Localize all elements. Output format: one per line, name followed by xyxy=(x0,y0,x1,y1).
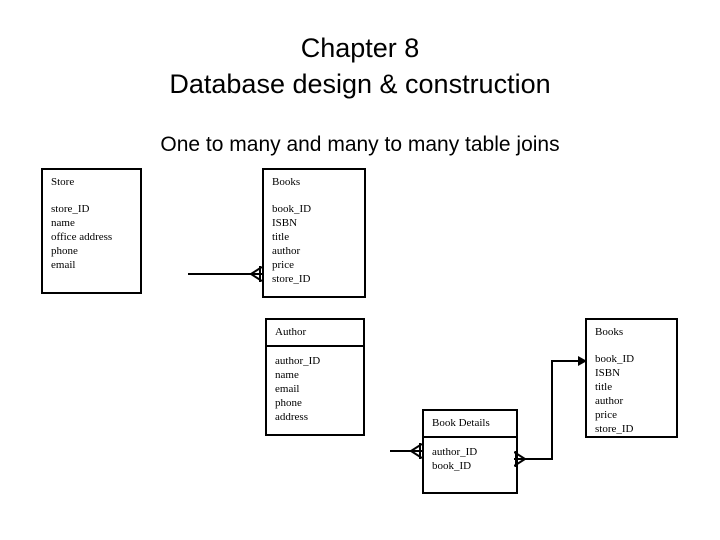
relationship-line-bookdetails-books-h2 xyxy=(551,360,581,362)
relationship-line-author-bookdetails xyxy=(390,450,422,452)
entity-field: price xyxy=(272,259,294,271)
entity-field: store_ID xyxy=(595,423,634,435)
entity-books-right: Books book_ID ISBN title author price st… xyxy=(585,318,678,438)
entity-field-list: store_ID name office address phone email xyxy=(43,193,140,272)
entity-title: Store xyxy=(51,176,75,188)
entity-field: author_ID xyxy=(275,355,321,367)
entity-field: email xyxy=(275,383,300,395)
entity-author: Author author_ID name email phone addres… xyxy=(265,318,365,436)
entity-field: phone xyxy=(51,245,78,257)
entity-field: book_ID xyxy=(432,460,472,472)
entity-field-list: author_ID name email phone address xyxy=(267,347,363,424)
entity-store: Store store_ID name office address phone… xyxy=(41,168,142,294)
entity-field: title xyxy=(595,381,613,393)
entity-field: name xyxy=(275,369,299,381)
entity-field-list: author_ID book_ID xyxy=(424,438,516,473)
entity-field: book_ID xyxy=(595,353,635,365)
entity-field: title xyxy=(272,231,290,243)
entity-divider xyxy=(267,345,363,347)
entity-field: price xyxy=(595,409,617,421)
entity-title: Books xyxy=(595,326,624,338)
title-line-2: Database design & construction xyxy=(169,69,551,99)
title-line-1: Chapter 8 xyxy=(300,33,420,63)
entity-field: author_ID xyxy=(432,446,478,458)
entity-field: book_ID xyxy=(272,203,312,215)
page-title: Chapter 8 Database design & construction xyxy=(0,30,720,102)
entity-title: Books xyxy=(272,176,301,188)
crowsfoot-many-books-top xyxy=(249,266,262,282)
entity-field: store_ID xyxy=(272,273,311,285)
relationship-line-store-books xyxy=(188,273,262,275)
page-subtitle: One to many and many to many table joins xyxy=(160,133,560,156)
entity-title: Author xyxy=(275,326,307,338)
entity-field: ISBN xyxy=(272,217,298,229)
entity-field: store_ID xyxy=(51,203,90,215)
entity-title: Book Details xyxy=(432,417,490,429)
entity-field: name xyxy=(51,217,75,229)
entity-field: address xyxy=(275,411,308,423)
entity-field: author xyxy=(595,395,624,407)
relationship-line-bookdetails-books-v xyxy=(551,360,553,460)
entity-field-list: book_ID ISBN title author price store_ID xyxy=(264,193,364,286)
crowsfoot-many-book-details-left xyxy=(409,443,422,459)
entity-book-details: Book Details author_ID book_ID xyxy=(422,409,518,494)
relationship-line-bookdetails-books-h1 xyxy=(525,458,553,460)
entity-field: email xyxy=(51,259,76,271)
entity-field: author xyxy=(272,245,301,257)
arrowhead-books-right xyxy=(578,356,587,366)
entity-field-list: book_ID ISBN title author price store_ID xyxy=(587,343,676,436)
entity-field: office address xyxy=(51,231,113,243)
entity-field: phone xyxy=(275,397,302,409)
entity-field: ISBN xyxy=(595,367,621,379)
entity-divider xyxy=(424,436,516,438)
entity-books-top: Books book_ID ISBN title author price st… xyxy=(262,168,366,298)
